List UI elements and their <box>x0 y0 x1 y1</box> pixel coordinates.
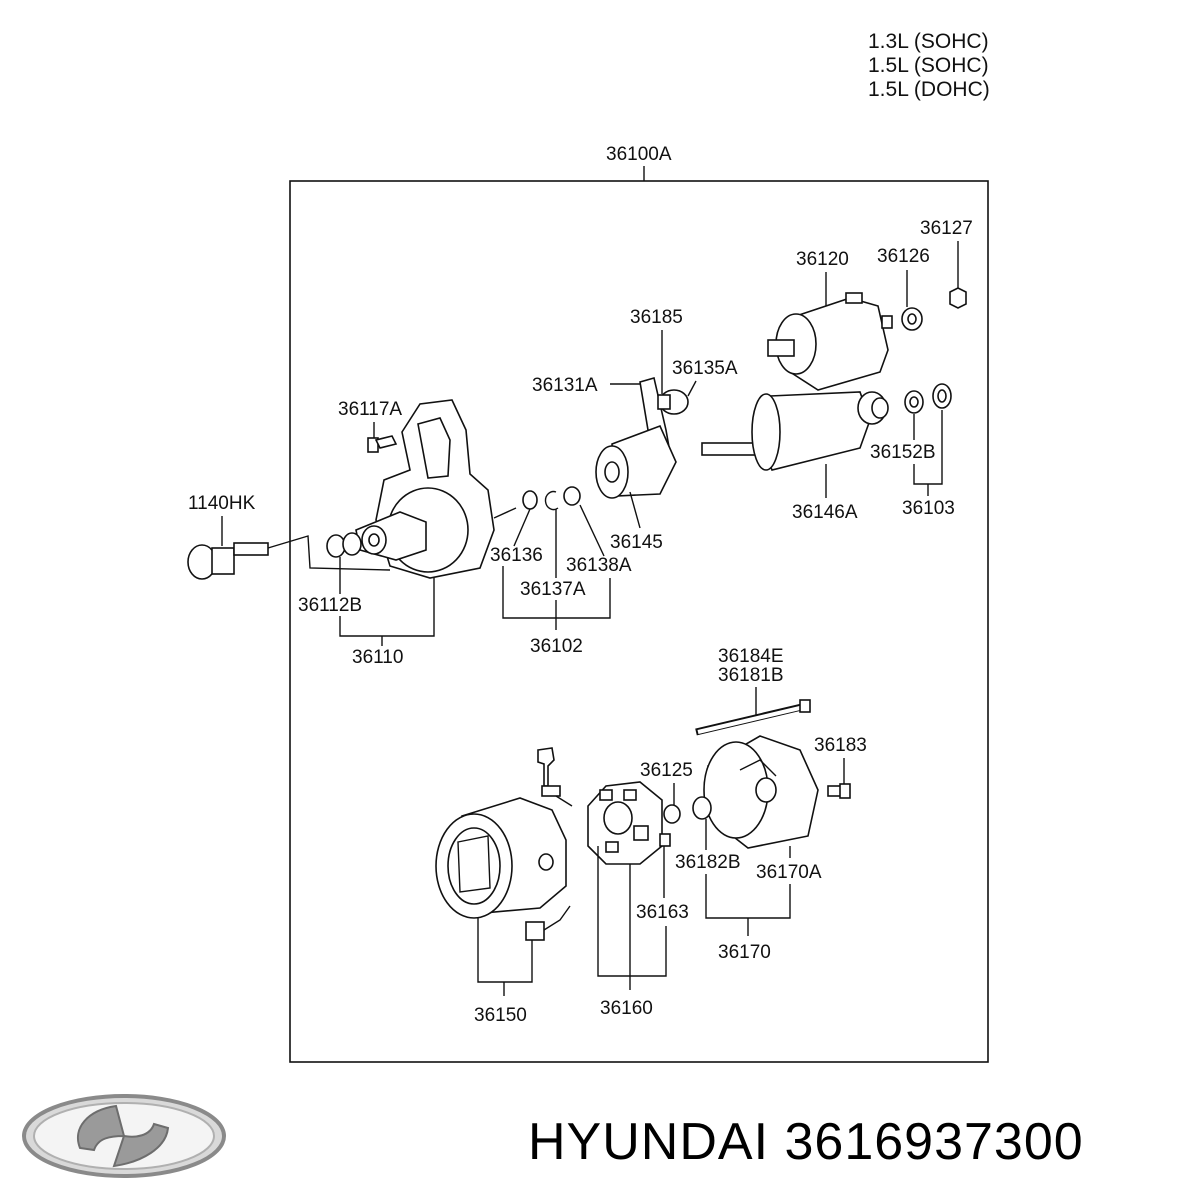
assembly-frame <box>289 180 989 1063</box>
label-36138A: 36138A <box>566 555 632 576</box>
label-36145: 36145 <box>610 532 663 553</box>
yoke-field-frame <box>435 747 573 941</box>
label-36152B: 36152B <box>870 442 936 463</box>
hyundai-logo <box>22 1094 226 1178</box>
front-housing <box>355 399 495 579</box>
label-36160: 36160 <box>600 998 653 1019</box>
footer-part-caption: HYUNDAI 3616937300 <box>528 1112 1084 1172</box>
rear-bracket <box>703 735 819 849</box>
label-36102: 36102 <box>530 636 583 657</box>
label-36150: 36150 <box>474 1005 527 1026</box>
label-36146A: 36146A <box>792 502 858 523</box>
label-36170A: 36170A <box>756 862 822 883</box>
bush-36112B <box>326 534 346 558</box>
pinion-clutch <box>595 424 677 499</box>
washer-36125 <box>663 804 681 824</box>
armature <box>701 391 889 471</box>
label-36125: 36125 <box>640 760 693 781</box>
label-36185: 36185 <box>630 307 683 328</box>
assembly-label: 36100A <box>606 144 672 165</box>
label-36136: 36136 <box>490 545 543 566</box>
label-36137A: 36137A <box>520 579 586 600</box>
part-number: 3616937300 <box>784 1113 1084 1171</box>
label-36120: 36120 <box>796 249 849 270</box>
label-36170: 36170 <box>718 942 771 963</box>
label-36127: 36127 <box>920 218 973 239</box>
snap-ring-36137A <box>544 490 559 511</box>
bush-36182B <box>692 796 712 820</box>
ring-36136 <box>522 490 538 510</box>
label-36183: 36183 <box>814 735 867 756</box>
nut-36127 <box>949 287 967 309</box>
label-36135A: 36135A <box>672 358 738 379</box>
label-36103: 36103 <box>902 498 955 519</box>
label-36163: 36163 <box>636 902 689 923</box>
label-36182B: 36182B <box>675 852 741 873</box>
label-36131A: 36131A <box>532 375 598 396</box>
brand-name: HYUNDAI <box>528 1113 770 1171</box>
screw-36183 <box>827 783 851 799</box>
label-1140HK: 1140HK <box>188 493 256 514</box>
solenoid-switch <box>767 292 893 391</box>
collar-36138A <box>563 486 581 506</box>
long-bolt-36181B <box>695 699 811 736</box>
label-36117A: 36117A <box>338 399 402 420</box>
brush-holder <box>587 781 663 865</box>
label-36126: 36126 <box>877 246 930 267</box>
engine-spec-2: 1.5L (SOHC) <box>868 54 989 77</box>
engine-spec-1: 1.3L (SOHC) <box>868 30 989 53</box>
label-36184E: 36184E <box>718 646 784 667</box>
screw-36117A <box>367 435 398 453</box>
through-bolt-1140HK <box>187 542 269 580</box>
engine-spec-3: 1.5L (DOHC) <box>868 78 990 101</box>
brush-36163 <box>659 833 671 847</box>
label-36112B: 36112B <box>298 595 362 616</box>
label-36181B: 36181B <box>718 665 784 686</box>
label-36110: 36110 <box>352 647 403 668</box>
